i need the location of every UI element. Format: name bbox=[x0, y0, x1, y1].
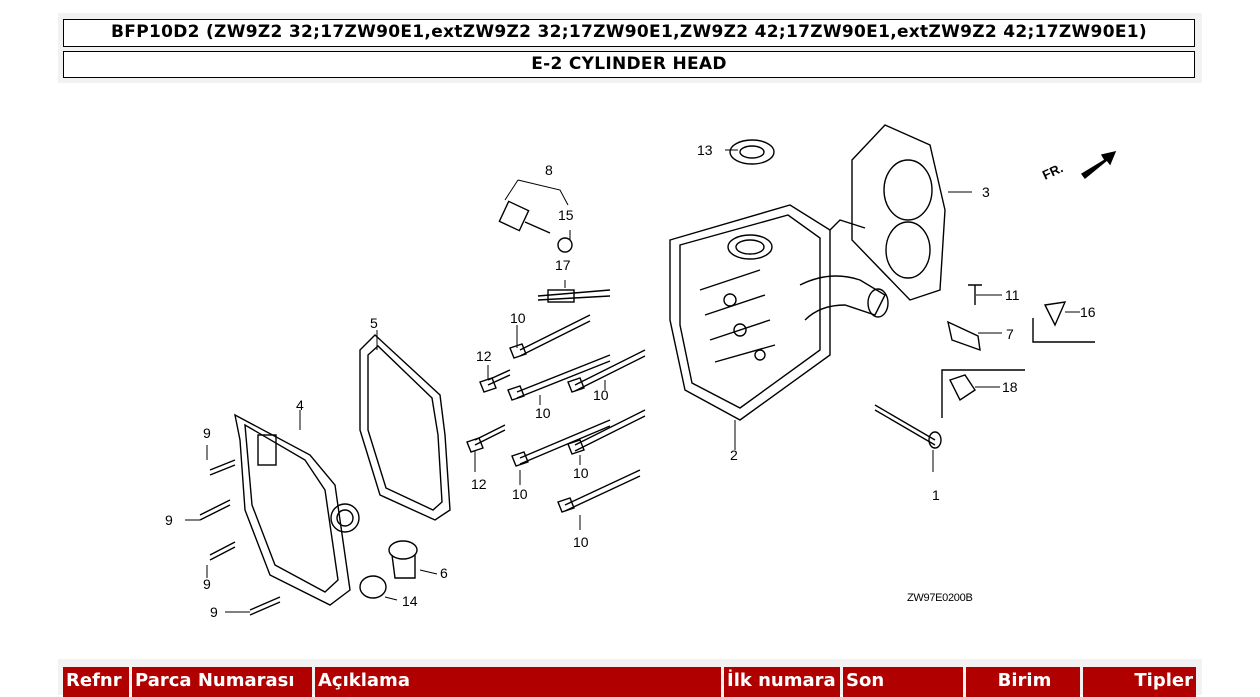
part-label-18: 18 bbox=[1002, 379, 1018, 395]
part-label-3: 3 bbox=[982, 184, 990, 200]
oil-filler-cap-part bbox=[388, 540, 418, 579]
small-bolt-part bbox=[968, 284, 982, 305]
head-gasket-part bbox=[851, 124, 946, 301]
part-label-14: 14 bbox=[402, 593, 418, 609]
part-label-4: 4 bbox=[296, 397, 304, 413]
part-label-10d: 10 bbox=[512, 486, 528, 502]
part-label-9b: 9 bbox=[165, 512, 173, 528]
exploded-parts-diagram: 1 2 3 4 5 6 7 8 9 9 9 9 10 10 10 10 10 1… bbox=[165, 124, 1117, 620]
oil-seal-part bbox=[729, 139, 775, 165]
part-label-6: 6 bbox=[440, 565, 448, 581]
part-label-12b: 12 bbox=[471, 476, 487, 492]
cover-gasket-part bbox=[359, 334, 451, 521]
bracket-part bbox=[947, 320, 981, 352]
part-label-2: 2 bbox=[730, 447, 738, 463]
column-refnr[interactable]: Refnr bbox=[63, 667, 129, 697]
column-part-number[interactable]: Parca Numarası bbox=[132, 667, 312, 697]
front-arrow-icon bbox=[1080, 151, 1117, 180]
head-cover-part bbox=[234, 413, 360, 606]
column-unit[interactable]: Birim bbox=[966, 667, 1080, 697]
part-label-11: 11 bbox=[1005, 287, 1020, 303]
o-ring-part bbox=[359, 575, 387, 599]
parts-table-header: Refnr Parca Numarası Açıklama İlk numara… bbox=[58, 659, 1202, 697]
front-marker: FR. bbox=[1040, 160, 1065, 182]
bolt-head bbox=[928, 431, 942, 449]
clamp-frame bbox=[941, 369, 1025, 418]
part-label-10e: 10 bbox=[573, 465, 589, 481]
part-label-10a: 10 bbox=[510, 310, 526, 326]
part-label-10f: 10 bbox=[573, 534, 589, 550]
clip-part bbox=[1043, 301, 1067, 327]
spark-plug-part bbox=[537, 289, 611, 303]
column-first-number[interactable]: İlk numara bbox=[724, 667, 840, 697]
part-label-13: 13 bbox=[697, 142, 713, 158]
clip-frame bbox=[1032, 318, 1095, 343]
cylinder-head-part bbox=[669, 204, 889, 421]
part-label-1: 1 bbox=[932, 487, 940, 503]
part-label-16: 16 bbox=[1080, 304, 1096, 320]
bolt-group bbox=[466, 314, 646, 513]
column-last[interactable]: Son bbox=[843, 667, 963, 697]
part-label-10b: 10 bbox=[535, 405, 551, 421]
part-label-15: 15 bbox=[558, 207, 574, 223]
column-types[interactable]: Tipler bbox=[1083, 667, 1196, 697]
washer-part bbox=[557, 237, 573, 253]
cover-bolt-group bbox=[199, 459, 281, 616]
model-title: BFP10D2 (ZW9Z2 32;17ZW90E1,extZW9Z2 32;1… bbox=[63, 19, 1195, 47]
sensor-part bbox=[498, 200, 551, 234]
long-bolt-part bbox=[874, 404, 936, 446]
part-label-8: 8 bbox=[545, 162, 553, 178]
part-label-17: 17 bbox=[555, 257, 571, 273]
part-label-9c: 9 bbox=[203, 576, 211, 592]
part-label-5: 5 bbox=[370, 315, 378, 331]
part-label-10c: 10 bbox=[593, 387, 609, 403]
part-label-9a: 9 bbox=[203, 425, 211, 441]
section-title: E-2 CYLINDER HEAD bbox=[63, 51, 1195, 78]
column-description[interactable]: Açıklama bbox=[315, 667, 721, 697]
drawing-code: ZW97E0200B bbox=[907, 592, 972, 604]
part-label-12a: 12 bbox=[476, 348, 492, 364]
leader-lines bbox=[185, 149, 1080, 613]
clamp-part bbox=[949, 374, 976, 402]
part-label-9d: 9 bbox=[210, 604, 218, 620]
part-label-7: 7 bbox=[1006, 326, 1014, 342]
